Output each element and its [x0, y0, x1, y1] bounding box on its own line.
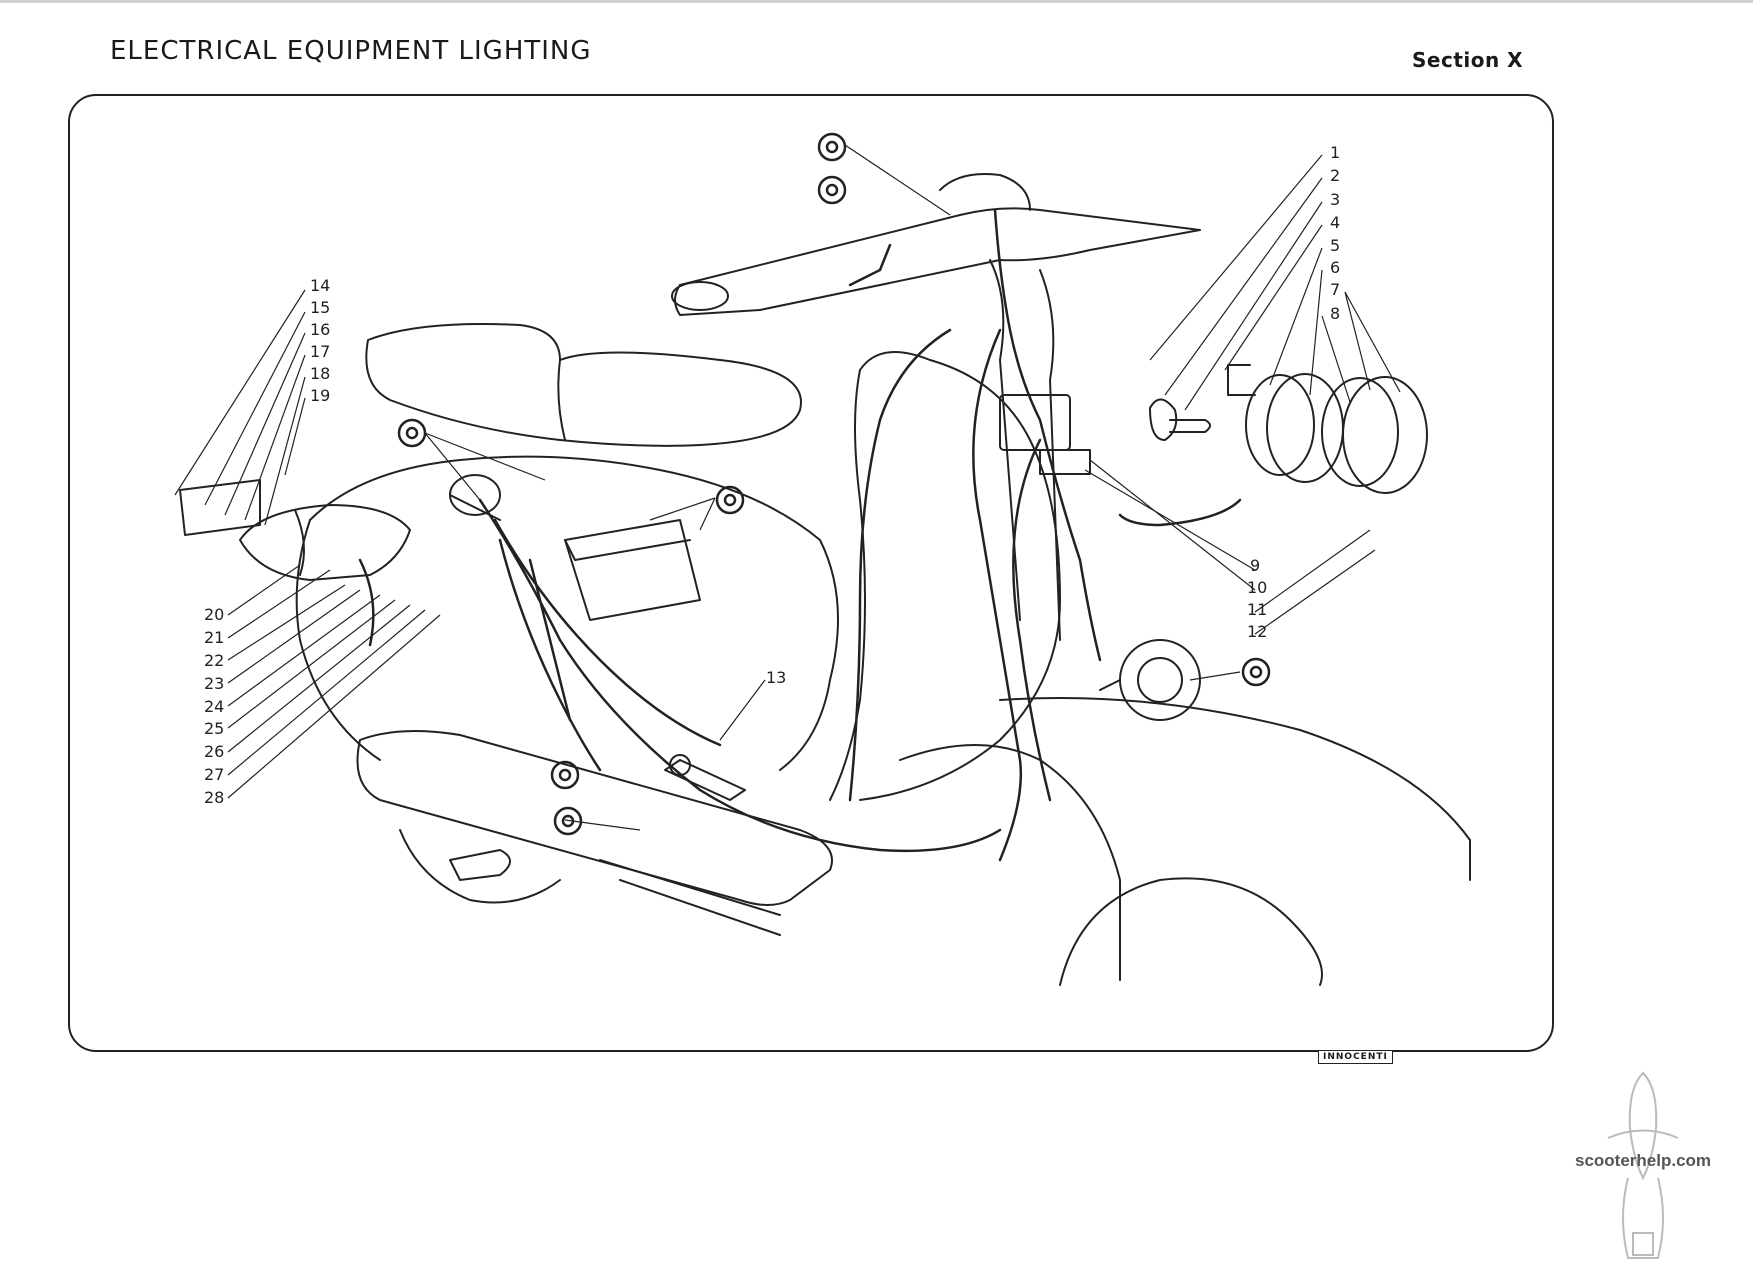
page-title: ELECTRICAL EQUIPMENT LIGHTING: [110, 36, 592, 66]
callout-18: 18: [310, 364, 331, 383]
top-rule: [0, 0, 1753, 3]
callout-4: 4: [1330, 213, 1341, 232]
callout-24: 24: [204, 697, 225, 716]
callout-13: 13: [766, 668, 787, 687]
callout-1: 1: [1330, 143, 1341, 162]
front-wheel: [1059, 877, 1323, 986]
callout-25: 25: [204, 719, 225, 738]
callout-26: 26: [204, 742, 225, 761]
headlamp-rim-outer: [1342, 376, 1428, 494]
tail-lamp: [239, 504, 411, 581]
callout-11: 11: [1247, 600, 1268, 619]
site-link[interactable]: scooterhelp.com: [1575, 1151, 1712, 1170]
diagram-frame: [68, 94, 1554, 1052]
leg-shield: [859, 351, 1061, 801]
callout-27: 27: [204, 765, 225, 784]
innocenti-badge: INNOCENTI: [1318, 1050, 1393, 1064]
handlebar: [679, 207, 1201, 311]
callout-3: 3: [1330, 190, 1341, 209]
main-harness: [993, 208, 1102, 662]
callout-15: 15: [310, 298, 331, 317]
callout-14: 14: [310, 276, 331, 295]
spark-plug: [664, 759, 746, 801]
callout-22: 22: [204, 651, 225, 670]
double-ring-icon: [397, 132, 1271, 836]
callout-19: 19: [310, 386, 331, 405]
rear-body: [309, 455, 839, 771]
callout-6: 6: [1330, 258, 1341, 277]
floorboard: [356, 730, 833, 906]
section-label: Section X: [1412, 48, 1524, 72]
callout-12: 12: [1247, 622, 1268, 641]
ignition-coil: [449, 474, 501, 516]
callout-20: 20: [204, 605, 225, 624]
scooter-emblem-icon: [1607, 1071, 1679, 1259]
callout-9: 9: [1250, 556, 1261, 575]
callout-7: 7: [1330, 280, 1341, 299]
callout-28: 28: [204, 788, 225, 807]
callout-2: 2: [1330, 166, 1341, 185]
junction-box: [999, 394, 1071, 451]
callout-21: 21: [204, 628, 225, 647]
callout-10: 10: [1247, 578, 1268, 597]
callout-8: 8: [1330, 304, 1341, 323]
battery: [564, 519, 701, 621]
callout-23: 23: [204, 674, 225, 693]
callout-17: 17: [310, 342, 331, 361]
callout-5: 5: [1330, 236, 1341, 255]
seat-outline: [365, 323, 802, 447]
callout-16: 16: [310, 320, 331, 339]
front-fender: [999, 697, 1471, 881]
horn: [1119, 639, 1201, 721]
